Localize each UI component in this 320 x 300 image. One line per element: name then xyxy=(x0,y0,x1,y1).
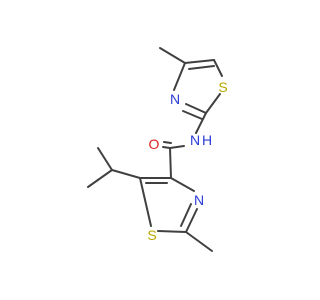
bond xyxy=(169,147,172,179)
bond xyxy=(169,145,185,149)
bond xyxy=(180,203,192,227)
bond xyxy=(111,169,141,179)
bond xyxy=(139,177,152,227)
amide-hydrogen-label: H xyxy=(202,132,212,148)
bond xyxy=(185,103,207,114)
bond xyxy=(170,177,195,192)
sulfur-atom-label: S xyxy=(147,227,156,243)
bond xyxy=(162,146,171,149)
bond xyxy=(87,169,113,188)
bond xyxy=(195,112,207,134)
bond xyxy=(205,93,221,114)
bond-lines xyxy=(87,47,223,252)
bond xyxy=(159,47,186,64)
nitrogen-atom-label: N xyxy=(170,91,180,107)
molecule-structure: S N N H O N S xyxy=(87,47,228,252)
molecule-canvas: S N N H O N S xyxy=(87,47,228,252)
bond xyxy=(185,231,213,252)
oxygen-atom-label: O xyxy=(149,136,160,152)
bond xyxy=(163,141,172,144)
nitrogen-atom-label: N xyxy=(194,192,204,208)
amide-nitrogen-atom-label: N xyxy=(190,132,200,148)
bond xyxy=(213,59,223,77)
atom-labels: S N N H O N S xyxy=(147,79,227,243)
bond xyxy=(157,230,187,233)
bond xyxy=(173,62,186,91)
bond xyxy=(188,65,215,70)
bond xyxy=(182,110,203,120)
bond xyxy=(97,147,113,171)
bond xyxy=(185,208,198,233)
sulfur-atom-label: S xyxy=(218,79,227,95)
bond xyxy=(184,59,215,64)
